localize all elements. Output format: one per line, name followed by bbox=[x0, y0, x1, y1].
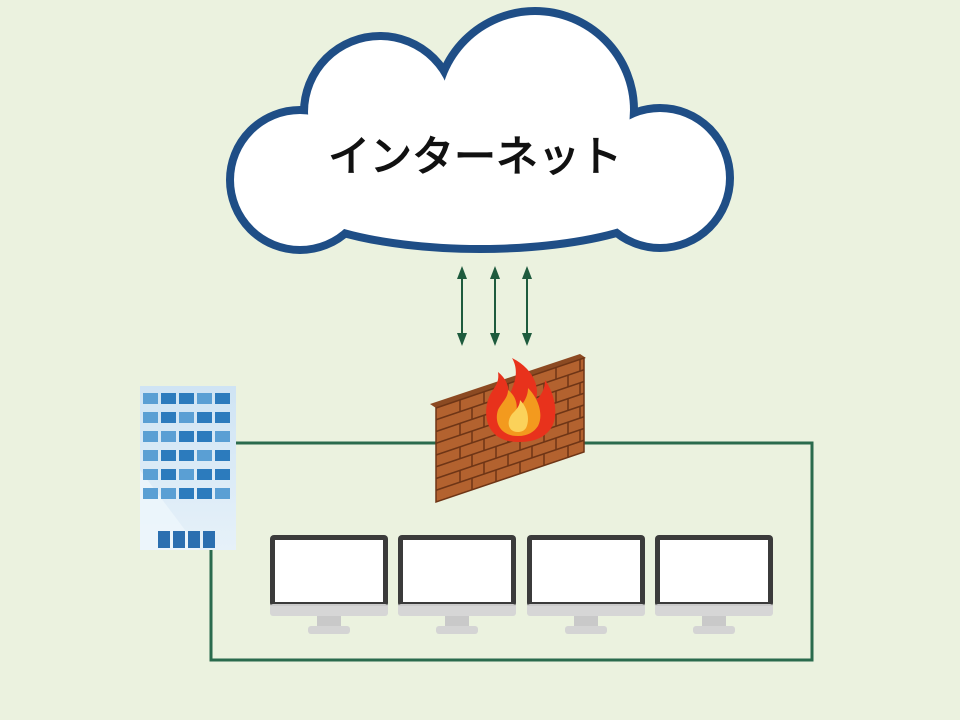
building-window bbox=[179, 488, 194, 499]
double-arrow-3 bbox=[522, 266, 532, 346]
building-window bbox=[143, 450, 158, 461]
brick-mortar-row bbox=[435, 427, 585, 480]
building-window bbox=[179, 450, 194, 461]
building-door bbox=[158, 531, 215, 548]
building-window bbox=[197, 393, 212, 404]
building-window bbox=[215, 431, 230, 442]
building-window bbox=[161, 488, 176, 499]
firewall-icon bbox=[430, 354, 586, 504]
building-window bbox=[197, 431, 212, 442]
building-window bbox=[215, 488, 230, 499]
double-arrow-2 bbox=[490, 266, 500, 346]
building-window bbox=[161, 393, 176, 404]
line-firewall-to-lan bbox=[209, 441, 814, 662]
building-window bbox=[179, 412, 194, 423]
fire-icon bbox=[486, 358, 556, 442]
double-arrow-icon bbox=[457, 266, 532, 346]
building-window bbox=[143, 431, 158, 442]
building-window bbox=[179, 469, 194, 480]
building-window bbox=[215, 393, 230, 404]
building-window bbox=[215, 450, 230, 461]
flame-inner bbox=[508, 400, 528, 432]
building-window bbox=[161, 412, 176, 423]
building-window bbox=[197, 450, 212, 461]
building-icon bbox=[140, 386, 236, 550]
building-window bbox=[215, 469, 230, 480]
building-window bbox=[197, 412, 212, 423]
cloud-label: インターネット bbox=[328, 132, 622, 181]
building-window bbox=[197, 488, 212, 499]
cloud-icon bbox=[226, 7, 734, 254]
double-arrow-1 bbox=[457, 266, 467, 346]
building-window bbox=[215, 412, 230, 423]
building-window bbox=[197, 469, 212, 480]
building-windows bbox=[143, 393, 230, 499]
building-window bbox=[143, 488, 158, 499]
wall-top bbox=[430, 354, 586, 408]
building-window bbox=[161, 469, 176, 480]
connection-lines bbox=[209, 441, 814, 662]
building-window bbox=[143, 393, 158, 404]
building-window bbox=[143, 469, 158, 480]
building-window bbox=[161, 450, 176, 461]
building-window bbox=[179, 431, 194, 442]
building-window bbox=[143, 412, 158, 423]
building-window bbox=[179, 393, 194, 404]
building-window bbox=[161, 431, 176, 442]
